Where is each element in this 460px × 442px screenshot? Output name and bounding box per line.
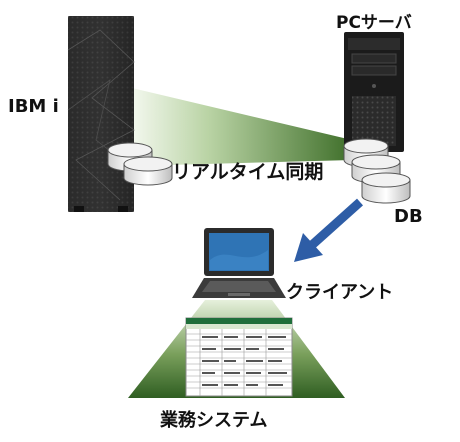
pc-database-icon bbox=[343, 138, 411, 204]
laptop-icon bbox=[192, 228, 286, 298]
db-label: DB bbox=[394, 206, 423, 227]
realtime-sync-label: リアルタイム同期 bbox=[172, 161, 324, 183]
client-label: クライアント bbox=[286, 282, 394, 303]
ibm-i-label: IBM i bbox=[8, 96, 59, 117]
business-system-label: 業務システム bbox=[160, 410, 268, 431]
spreadsheet-icon bbox=[185, 317, 293, 397]
download-arrow-icon bbox=[294, 198, 364, 262]
ibm-database-icon bbox=[107, 142, 173, 186]
ibm-server-icon bbox=[67, 16, 135, 212]
sync-flow-wedge bbox=[132, 88, 352, 166]
pc-server-label: PCサーバ bbox=[336, 13, 412, 33]
pc-server-icon bbox=[344, 32, 404, 152]
